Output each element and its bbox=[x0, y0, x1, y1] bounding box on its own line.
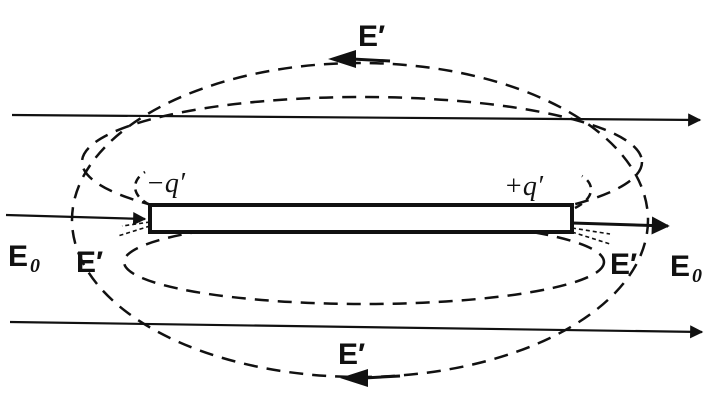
label-e-prime-right: E′ bbox=[610, 248, 637, 281]
left-end-arc bbox=[133, 170, 151, 207]
svg-text:E: E bbox=[670, 250, 690, 283]
dielectric-slab bbox=[148, 203, 574, 234]
svg-text:E: E bbox=[8, 240, 28, 273]
bottom-loop-arrowhead bbox=[340, 369, 368, 387]
label-e0-left: E 0 bbox=[8, 240, 40, 277]
label-e-prime-left: E′ bbox=[76, 246, 103, 279]
right-tip-rays bbox=[571, 227, 611, 245]
bottom-loop-arrow-stem bbox=[363, 374, 401, 380]
internal-field-line-right bbox=[571, 216, 670, 235]
external-field-line-top bbox=[11, 113, 702, 127]
external-field-line-left bbox=[5, 212, 147, 226]
top-loop-arrowhead bbox=[328, 50, 356, 68]
label-positive-charge: +q′ bbox=[504, 171, 544, 202]
left-tip-rays bbox=[117, 221, 151, 237]
label-negative-charge: −q′ bbox=[146, 168, 186, 199]
svg-text:0: 0 bbox=[30, 255, 40, 277]
top-loop-arrow-stem bbox=[351, 57, 391, 63]
label-e-prime-top: E′ bbox=[358, 20, 385, 53]
right-end-arc bbox=[574, 174, 593, 210]
label-e-prime-bottom: E′ bbox=[338, 338, 365, 371]
svg-text:0: 0 bbox=[692, 265, 702, 287]
label-e0-right: E 0 bbox=[670, 250, 702, 287]
external-field-line-bottom bbox=[9, 320, 704, 339]
middle-field-loop bbox=[80, 95, 644, 229]
